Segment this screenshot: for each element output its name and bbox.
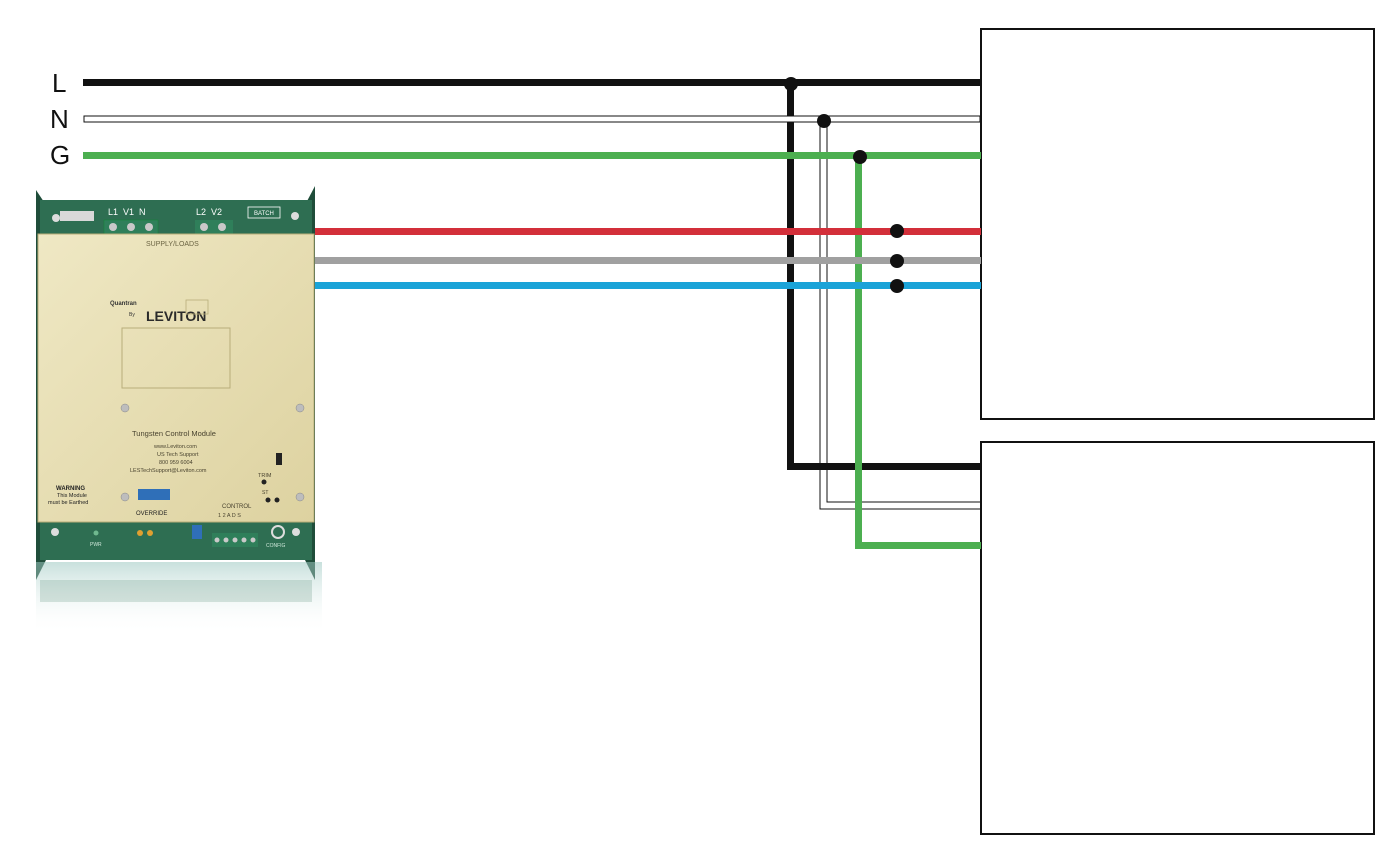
face-screw-icon bbox=[295, 492, 305, 502]
terminal-screw bbox=[145, 223, 153, 231]
trim-knob-icon bbox=[261, 479, 267, 485]
gray-wire bbox=[312, 257, 981, 264]
module-warning-line2: must be Earthed bbox=[48, 500, 88, 506]
module-brand-small: Quantran bbox=[110, 301, 137, 307]
junction-ground bbox=[853, 150, 867, 164]
mount-screw-icon bbox=[51, 528, 59, 536]
address-switch-icon bbox=[192, 525, 202, 539]
terminal-screw bbox=[214, 537, 220, 543]
batch-badge bbox=[247, 206, 281, 219]
mount-screw-icon bbox=[292, 528, 300, 536]
terminal-screw bbox=[127, 223, 135, 231]
module-supply-loads: SUPPLY/LOADS bbox=[146, 241, 199, 248]
module-warning-title: WARNING bbox=[56, 486, 85, 492]
ground-bus bbox=[83, 152, 981, 159]
ground-to-bottom-load bbox=[855, 542, 981, 549]
config-button-icon bbox=[271, 525, 285, 539]
pwr-led-icon bbox=[93, 530, 99, 536]
module-board-bottom bbox=[40, 520, 312, 560]
module-brand-by: By bbox=[129, 312, 135, 318]
blue-wire bbox=[312, 282, 981, 289]
neutral-bus bbox=[83, 115, 981, 123]
led-icon bbox=[137, 530, 143, 536]
junction-neutral bbox=[817, 114, 831, 128]
led-icon bbox=[147, 530, 153, 536]
junction-line bbox=[784, 77, 798, 91]
terminal-screw bbox=[241, 537, 247, 543]
module-pwr: PWR bbox=[90, 542, 102, 548]
line-wires bbox=[83, 79, 981, 470]
line-to-bottom-load bbox=[787, 463, 981, 470]
module-website: www.Leviton.com bbox=[153, 444, 197, 450]
board-label-plate bbox=[60, 211, 94, 221]
module-control: CONTROL bbox=[222, 504, 252, 510]
terminal-screw bbox=[218, 223, 226, 231]
load-box-top bbox=[980, 28, 1375, 420]
line-drop bbox=[787, 82, 794, 470]
module-st: ST bbox=[262, 490, 268, 496]
junction-dots bbox=[784, 77, 904, 293]
module-reflection-board bbox=[40, 580, 312, 602]
module-terminals-right: L2 V2 bbox=[196, 207, 222, 217]
neutral-wires bbox=[83, 115, 981, 510]
terminal-screw bbox=[250, 537, 256, 543]
control-module: L1 V1 N L2 V2 BATCH SUPPLY/LOADS Quantra… bbox=[36, 186, 322, 634]
module-warning-line1: This Module bbox=[57, 493, 87, 499]
junction-blue bbox=[890, 279, 904, 293]
module-config: CONFIG bbox=[266, 543, 286, 549]
ground-wires bbox=[83, 152, 981, 549]
module-phone: 800 959 6004 bbox=[159, 460, 193, 466]
module-trim: TRIM bbox=[258, 473, 272, 479]
red-wire bbox=[312, 228, 981, 235]
bus-label-line: L bbox=[52, 68, 66, 98]
module-label-notch bbox=[185, 299, 209, 315]
junction-red bbox=[890, 224, 904, 238]
module-email: LESTechSupport@Leviton.com bbox=[130, 468, 207, 474]
module-override: OVERRIDE bbox=[136, 511, 167, 517]
mount-screw-icon bbox=[52, 214, 60, 222]
face-screw-icon bbox=[295, 403, 305, 413]
terminal-screw bbox=[200, 223, 208, 231]
junction-gray bbox=[890, 254, 904, 268]
module-face bbox=[37, 233, 315, 523]
terminal-screw bbox=[223, 537, 229, 543]
module-support: US Tech Support bbox=[157, 452, 199, 458]
neutral-drop bbox=[819, 119, 980, 510]
module-reflection bbox=[36, 562, 322, 634]
mount-screw-icon bbox=[291, 212, 299, 220]
trim-switch-icon bbox=[276, 453, 282, 465]
module-terminals-left: L1 V1 N bbox=[108, 207, 146, 217]
module-control-pins: 1 2 A D S bbox=[218, 513, 241, 519]
terminal-screw bbox=[232, 537, 238, 543]
load-box-bottom bbox=[980, 441, 1375, 835]
face-screw-icon bbox=[120, 492, 130, 502]
override-dip-switch-icon bbox=[138, 489, 170, 500]
module-batch: BATCH bbox=[254, 211, 274, 217]
bus-label-ground: G bbox=[50, 140, 70, 170]
terminal-screw bbox=[109, 223, 117, 231]
module-model: Tungsten Control Module bbox=[132, 429, 216, 438]
line-bus bbox=[83, 79, 981, 86]
ground-drop bbox=[855, 155, 862, 549]
led-icon bbox=[265, 497, 271, 503]
module-brand: LEVITON bbox=[146, 308, 206, 324]
bus-label-neutral: N bbox=[50, 104, 69, 134]
face-screw-icon bbox=[120, 403, 130, 413]
led-icon bbox=[274, 497, 280, 503]
module-label-window bbox=[121, 327, 231, 389]
